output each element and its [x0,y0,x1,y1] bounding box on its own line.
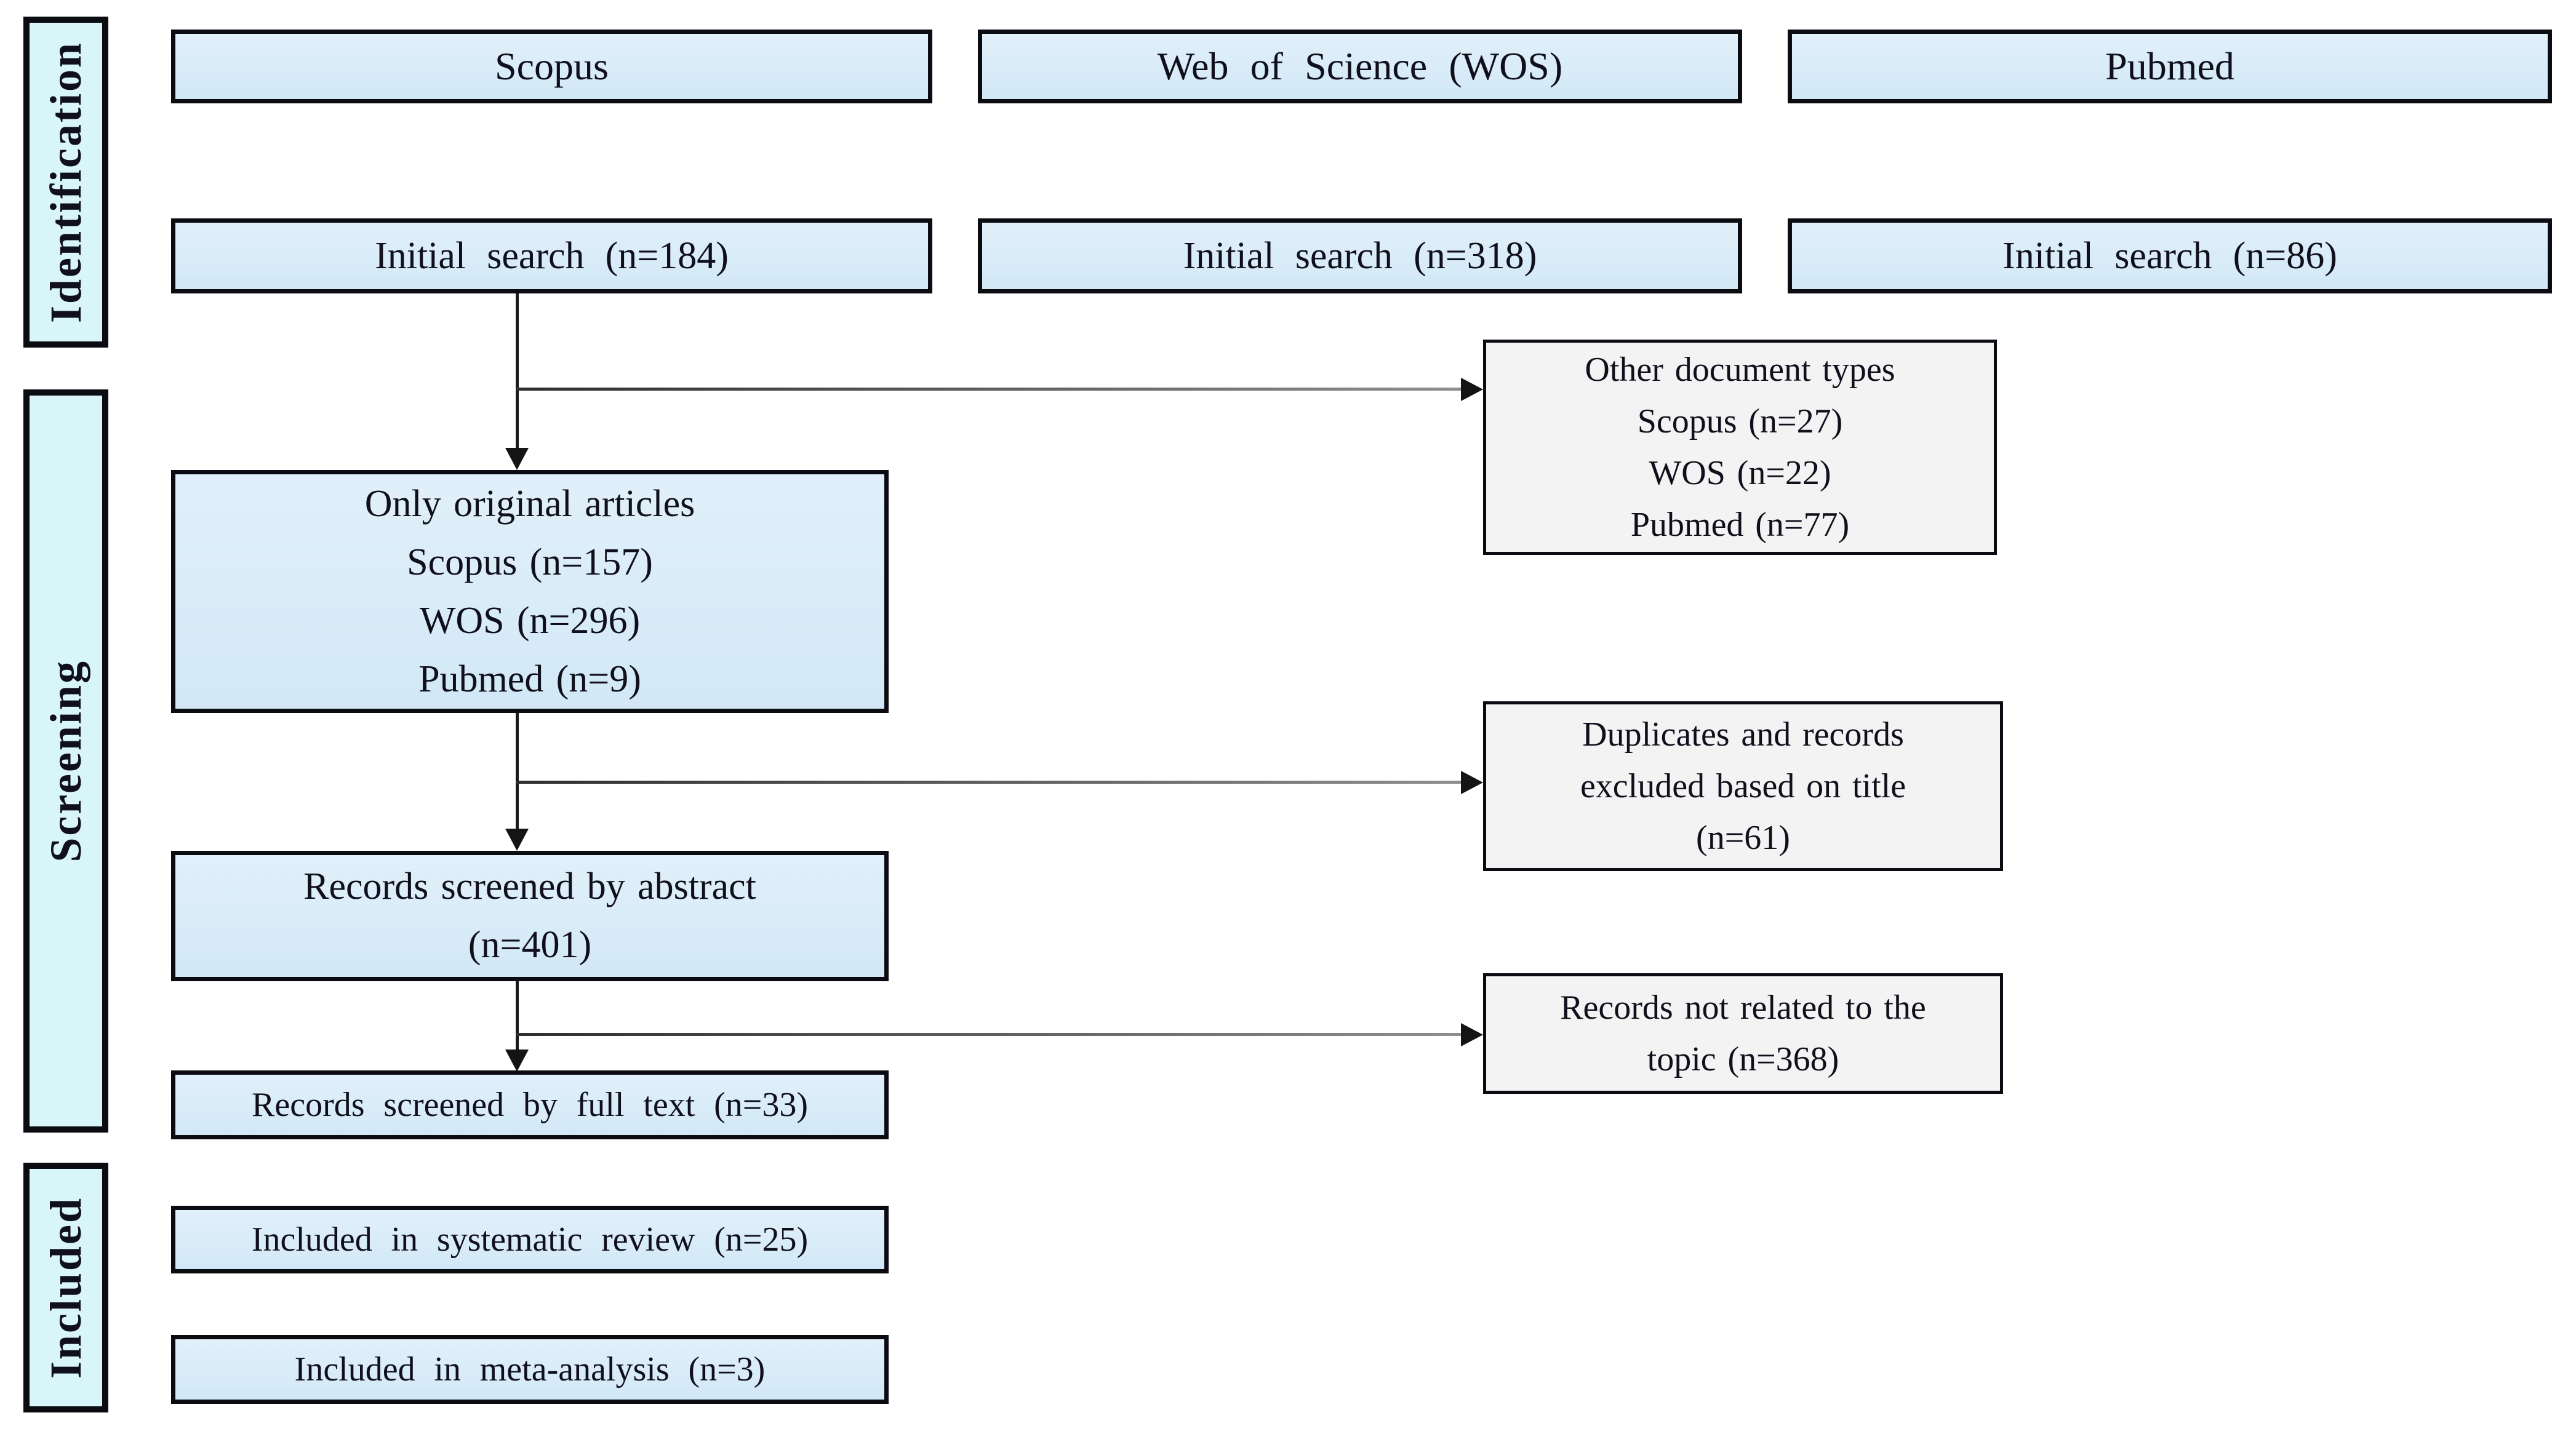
box-line: Records screened by abstract [303,866,756,907]
db-header-wos: Web of Science (WOS) [978,30,1742,103]
db-header-scopus: Scopus [171,30,932,103]
records-not-related-box: Records not related to the topic (n=368) [1483,973,2003,1094]
stage-box-screening: Screening [23,389,108,1133]
box-line: (n=61) [1696,819,1790,857]
records-screened-fulltext-box: Records screened by full text (n=33) [171,1070,889,1139]
only-original-articles-box: Only original articles Scopus (n=157) WO… [171,470,889,713]
db-header-pubmed: Pubmed [1788,30,2552,103]
initial-search-pubmed-box: Initial search (n=86) [1788,218,2552,293]
box-line: Only original articles [364,482,695,525]
initial-search-scopus-label: Initial search (n=184) [375,234,729,277]
box-line: (n=401) [468,924,592,966]
records-screened-abstract-box: Records screened by abstract (n=401) [171,851,889,981]
box-line: excluded based on title [1580,767,1906,805]
duplicates-excluded-box: Duplicates and records excluded based on… [1483,701,2003,871]
box-line: Records not related to the [1560,989,1926,1027]
stage-label-screening: Screening [41,659,90,862]
arrow-to-duplicates-head [1461,771,1483,794]
db-header-wos-label: Web of Science (WOS) [1157,44,1563,88]
initial-search-scopus-box: Initial search (n=184) [171,218,932,293]
arrow-to-other-types-head [1461,378,1483,401]
arrow-to-not-related-branch [516,1033,1463,1036]
included-systematic-review-label: Included in systematic review (n=25) [251,1221,809,1259]
included-meta-analysis-box: Included in meta-analysis (n=3) [171,1335,889,1404]
arrow-initial-to-original-stem [516,293,519,450]
box-line: WOS (n=22) [1649,454,1831,492]
db-header-scopus-label: Scopus [495,44,609,88]
db-header-pubmed-label: Pubmed [2105,44,2234,88]
arrow-to-duplicates-branch [516,781,1463,784]
arrow-initial-to-original-head [505,448,529,470]
stage-box-included: Included [23,1163,108,1412]
box-line: Pubmed (n=9) [418,658,641,700]
arrow-original-to-abstract-head [505,829,529,851]
box-line: Scopus (n=27) [1637,402,1843,440]
box-line: Other document types [1585,351,1895,389]
stage-box-identification: Identification [23,17,108,348]
included-systematic-review-box: Included in systematic review (n=25) [171,1206,889,1273]
initial-search-pubmed-label: Initial search (n=86) [2002,234,2337,277]
arrow-to-not-related-head [1461,1023,1483,1046]
arrow-abstract-to-fulltext-stem [516,981,519,1051]
arrow-to-other-types-branch [516,388,1463,391]
initial-search-wos-box: Initial search (n=318) [978,218,1742,293]
stage-label-identification: Identification [41,41,90,323]
box-line: WOS (n=296) [419,599,641,642]
box-line: Duplicates and records [1582,715,1904,754]
arrow-original-to-abstract-stem [516,713,519,830]
arrow-abstract-to-fulltext-head [505,1050,529,1072]
box-line: topic (n=368) [1647,1040,1839,1078]
other-document-types-box: Other document types Scopus (n=27) WOS (… [1483,340,1997,555]
initial-search-wos-label: Initial search (n=318) [1183,234,1537,277]
box-line: Scopus (n=157) [407,541,653,583]
box-line: Pubmed (n=77) [1630,506,1850,544]
records-screened-fulltext-label: Records screened by full text (n=33) [252,1086,808,1124]
stage-label-included: Included [41,1196,90,1379]
included-meta-analysis-label: Included in meta-analysis (n=3) [294,1350,766,1388]
